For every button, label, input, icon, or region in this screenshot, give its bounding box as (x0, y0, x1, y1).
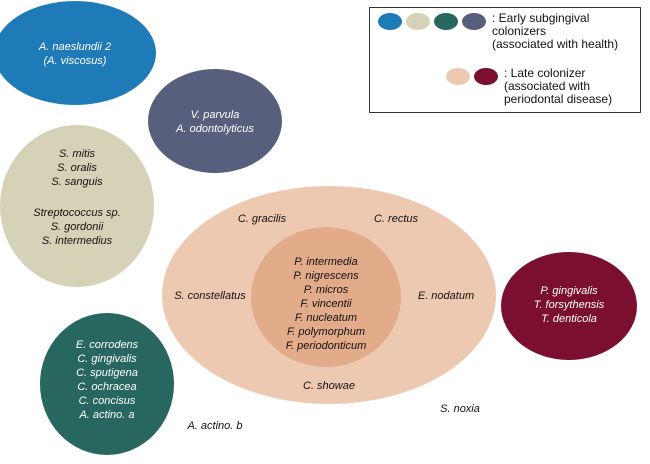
slate-cluster-labels: V. parvula A. odontolyticus (175, 109, 254, 135)
blue-label-2: (A. viscosus) (44, 55, 107, 67)
beige-cluster-ellipse (0, 125, 154, 287)
legend-swatch-peach (446, 68, 470, 85)
beige-cluster-labels: S. mitis S. oralis S. sanguis Streptococ… (33, 148, 120, 247)
orange-inner-label-7: F. periodonticum (286, 340, 367, 352)
legend-swatch-beige (406, 13, 430, 30)
blue-cluster-ellipse (0, 1, 156, 105)
legend-swatch-maroon (474, 68, 498, 85)
c-rectus-label: C. rectus (374, 213, 419, 225)
maroon-cluster-labels: P. gingivalis T. forsythensis T. dentico… (534, 285, 605, 325)
maroon-cluster-ellipse (501, 252, 637, 360)
slate-label-2: A. odontolyticus (175, 123, 254, 135)
beige-label-2: S. oralis (57, 162, 97, 174)
c-gracilis-label: C. gracilis (238, 213, 287, 225)
legend-box: : Early subgingival colonizers (associat… (369, 7, 641, 113)
maroon-label-2: T. forsythensis (534, 299, 605, 311)
teal-label-2: C. gingivalis (77, 353, 137, 365)
orange-inner-label-3: P. micros (304, 284, 349, 296)
teal-label-4: C. ochracea (77, 381, 136, 393)
a-actino-b-label: A. actino. b (186, 420, 242, 432)
slate-label-1: V. parvula (191, 109, 240, 121)
beige-label-6: S. gordonii (51, 221, 104, 233)
teal-label-1: E. corrodens (76, 339, 139, 351)
orange-inner-labels: P. intermedia P. nigrescens P. micros F.… (286, 256, 367, 352)
beige-label-1: S. mitis (59, 148, 96, 160)
beige-label-3: S. sanguis (51, 176, 103, 188)
blue-cluster-labels: A. naeslundii 2 (A. viscosus) (38, 41, 111, 67)
e-nodatum-label: E. nodatum (418, 290, 474, 302)
s-noxia-label: S. noxia (440, 403, 480, 415)
orange-cluster-inner-ellipse (251, 227, 401, 367)
orange-inner-label-1: P. intermedia (294, 256, 357, 268)
orange-inner-label-5: F. nucleatum (295, 312, 357, 324)
maroon-label-1: P. gingivalis (540, 285, 598, 297)
teal-cluster-labels: E. corrodens C. gingivalis C. sputigena … (76, 339, 139, 421)
legend-late-row: : Late colonizer (associated with period… (446, 67, 612, 106)
legend-early-text: : Early subgingival colonizers (associat… (492, 11, 619, 51)
orange-inner-label-6: F. polymorphum (287, 326, 365, 338)
c-showae-label: C. showae (303, 380, 355, 392)
legend-late-text: : Late colonizer (associated with period… (504, 66, 613, 106)
orange-inner-label-4: F. vincentii (300, 298, 352, 310)
legend-early-row: : Early subgingival colonizers (associat… (378, 12, 618, 51)
teal-cluster-ellipse (40, 313, 174, 455)
s-constellatus-label: S. constellatus (174, 290, 246, 302)
teal-label-6: A. actino. a (78, 409, 134, 421)
legend-swatch-slate (462, 13, 486, 30)
legend-swatch-teal (434, 13, 458, 30)
beige-label-5: Streptococcus sp. (33, 207, 120, 219)
maroon-label-3: T. denticola (541, 313, 597, 325)
beige-label-7: S. intermedius (42, 235, 113, 247)
slate-cluster-ellipse (148, 69, 282, 173)
blue-label-1: A. naeslundii 2 (38, 41, 111, 53)
orange-inner-label-2: P. nigrescens (293, 270, 359, 282)
teal-label-3: C. sputigena (76, 367, 138, 379)
legend-swatch-blue (378, 13, 402, 30)
teal-label-5: C. concisus (79, 395, 136, 407)
